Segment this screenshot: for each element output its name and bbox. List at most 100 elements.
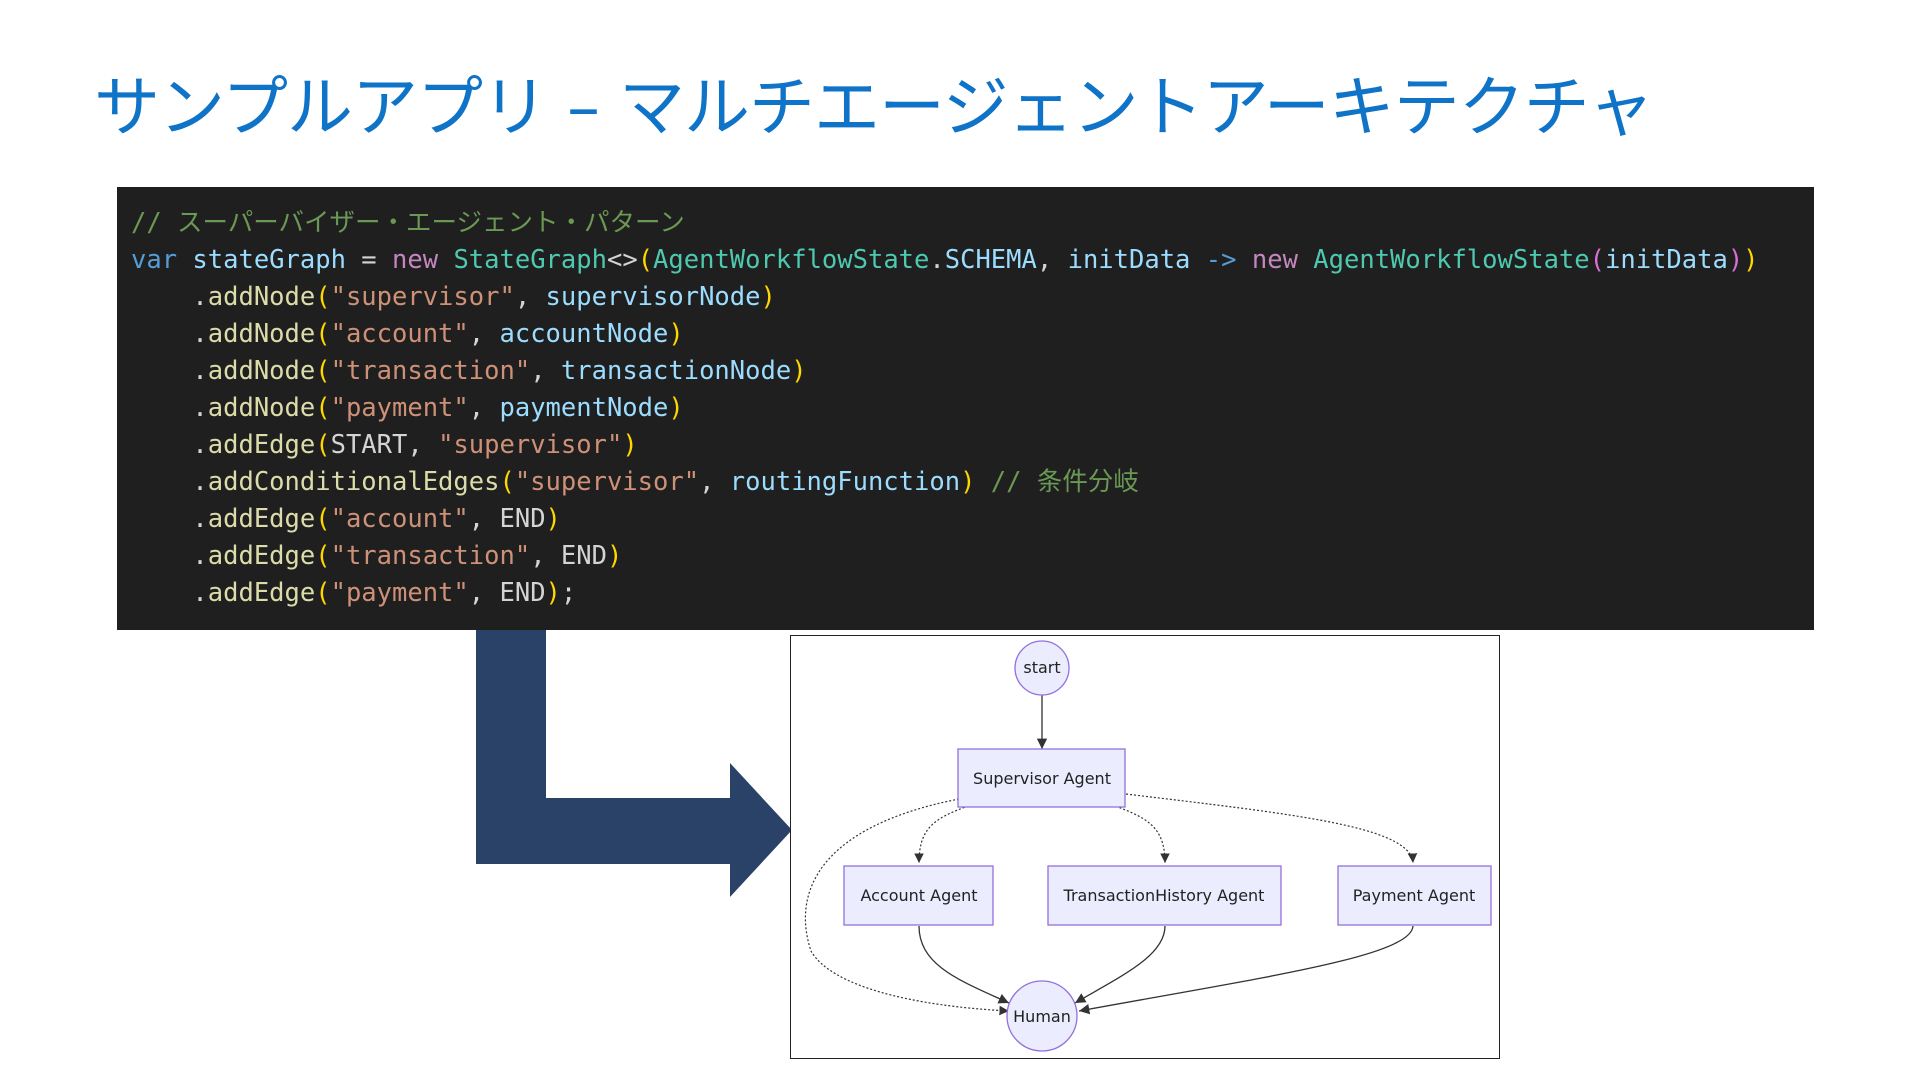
code-token: , [468, 393, 500, 423]
edge-account-human [918, 925, 1010, 1004]
node-payment-agent-label: Payment Agent [1353, 886, 1476, 905]
code-token: SCHEMA [944, 245, 1037, 275]
code-token: ( [637, 245, 654, 275]
code-token: <> [606, 245, 638, 275]
code-line: .addEdge(START, "supervisor") [131, 427, 1814, 464]
edge-transaction-human [1074, 925, 1166, 1004]
agent-graph-diagram: start Supervisor Agent Account Agent Tra… [790, 635, 1500, 1059]
code-token: , [468, 319, 500, 349]
code-token: StateGraph [453, 245, 607, 275]
code-token: accountNode [499, 319, 669, 349]
code-token: "supervisor" [330, 282, 515, 312]
code-token: . [131, 356, 208, 386]
code-token: addNode [207, 393, 316, 423]
code-token: "transaction" [330, 541, 531, 571]
code-token: END [499, 578, 546, 608]
code-token: AgentWorkflowState [1313, 245, 1590, 275]
edge-supervisor-transaction [1096, 798, 1170, 864]
code-token: "payment" [330, 393, 469, 423]
code-token: ( [1589, 245, 1605, 275]
node-human [1006, 980, 1078, 1052]
code-token: , [468, 504, 500, 534]
code-token: -> [1205, 245, 1237, 275]
code-line: .addNode("account", accountNode) [131, 316, 1814, 353]
code-token: addEdge [207, 578, 316, 608]
code-token: new [392, 245, 439, 275]
code-token: . [131, 541, 208, 571]
code-line: .addEdge("transaction", END) [131, 538, 1814, 575]
code-token: . [131, 319, 208, 349]
code-line: .addConditionalEdges("supervisor", routi… [131, 464, 1814, 501]
code-token: ( [315, 430, 331, 460]
code-token: addEdge [207, 541, 316, 571]
code-token: END [560, 541, 607, 571]
elbow-arrow-shape [476, 630, 792, 897]
code-token: paymentNode [499, 393, 669, 423]
code-token: addConditionalEdges [207, 467, 500, 497]
code-token: ) [545, 578, 561, 608]
code-token: "transaction" [330, 356, 531, 386]
code-token: addNode [207, 356, 316, 386]
code-line: .addEdge("payment", END); [131, 575, 1814, 612]
code-token: "supervisor" [438, 430, 623, 460]
code-token: "account" [330, 319, 469, 349]
node-supervisor-agent-label: Supervisor Agent [973, 769, 1111, 788]
code-token: routingFunction [729, 467, 961, 497]
code-token: . [131, 504, 208, 534]
code-token: = [345, 245, 393, 275]
code-token: , [514, 282, 546, 312]
code-token: supervisorNode [545, 282, 761, 312]
code-token: ( [315, 504, 331, 534]
code-token: ( [315, 578, 331, 608]
code-token: ) [1727, 245, 1744, 275]
node-payment-agent [1337, 865, 1492, 926]
code-token: new [1251, 245, 1298, 275]
code-line: .addEdge("account", END) [131, 501, 1814, 538]
code-token: . [131, 430, 208, 460]
code-token: ) [622, 430, 638, 460]
code-token: . [131, 467, 208, 497]
code-token: "account" [330, 504, 469, 534]
code-token: ) [606, 541, 623, 571]
code-token: addEdge [207, 504, 316, 534]
code-token: addNode [207, 282, 316, 312]
node-human-label: Human [1013, 1007, 1071, 1026]
code-token: ) [1743, 245, 1759, 275]
node-transactionhistory-agent-label: TransactionHistory Agent [1063, 886, 1265, 905]
node-start-label: start [1023, 658, 1060, 677]
code-line: // スーパーバイザー・エージェント・パターン [131, 205, 1814, 242]
code-token: "supervisor" [514, 467, 700, 497]
code-token: , [530, 356, 561, 386]
node-transactionhistory-agent [1047, 865, 1282, 926]
node-supervisor-agent [957, 748, 1126, 808]
code-token: , [699, 467, 730, 497]
edge-supervisor-human [804, 798, 1010, 1016]
code-token: // スーパーバイザー・エージェント・パターン [131, 208, 685, 238]
code-token: , [1036, 245, 1068, 275]
code-token: ( [315, 541, 331, 571]
code-token: ) [791, 356, 807, 386]
code-token: ) [545, 504, 561, 534]
code-token: "payment" [330, 578, 469, 608]
code-token: addNode [207, 319, 316, 349]
node-start [1014, 640, 1070, 696]
code-token: ) [760, 282, 776, 312]
code-token: ( [499, 467, 515, 497]
code-token: ( [315, 319, 331, 349]
code-token: var [131, 245, 178, 275]
code-line: .addNode("supervisor", supervisorNode) [131, 279, 1814, 316]
code-token: . [929, 245, 945, 275]
edge-payment-human [1078, 925, 1414, 1015]
code-token: ) [668, 319, 684, 349]
code-token: initData [1067, 245, 1191, 275]
code-token: , [530, 541, 561, 571]
code-token: ) [960, 467, 976, 497]
code-token: . [131, 393, 208, 423]
code-token: transactionNode [560, 356, 792, 386]
code-token: START [330, 430, 408, 460]
code-token: . [131, 282, 208, 312]
node-account-agent [843, 865, 994, 926]
code-line: .addNode("payment", paymentNode) [131, 390, 1814, 427]
code-token: , [468, 578, 500, 608]
